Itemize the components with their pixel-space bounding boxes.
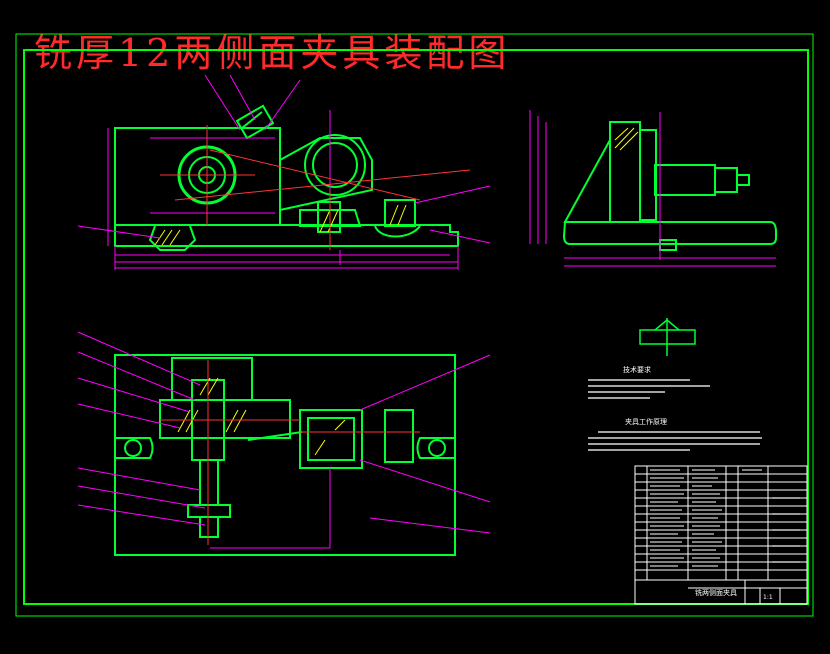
title-block-scale: 1:1	[763, 594, 773, 601]
top-view-centerlines	[160, 360, 420, 545]
front-view-dimensions	[77, 74, 491, 270]
top-view	[114, 354, 456, 556]
side-view	[562, 121, 777, 251]
bom-table	[634, 465, 808, 605]
detail-view	[639, 318, 696, 356]
section-notes-heading: 夹具工作原理	[625, 417, 667, 426]
inner-frame	[23, 49, 809, 605]
tech-notes: 技术要求 夹具工作原理	[588, 365, 762, 451]
title-block-part-name: 铣两侧面夹具	[695, 588, 737, 597]
outer-frame	[15, 33, 814, 617]
bom-table-text	[650, 469, 800, 567]
front-view	[114, 104, 459, 251]
side-view-hatch	[614, 127, 639, 151]
top-view-dimensions	[77, 331, 491, 549]
front-view-centerlines	[160, 125, 471, 250]
side-view-dimensions	[529, 110, 776, 267]
drawing-title: 铣厚12两侧面夹具装配图	[34, 31, 511, 75]
tech-notes-heading: 技术要求	[623, 365, 651, 374]
top-view-hatch	[177, 377, 346, 456]
